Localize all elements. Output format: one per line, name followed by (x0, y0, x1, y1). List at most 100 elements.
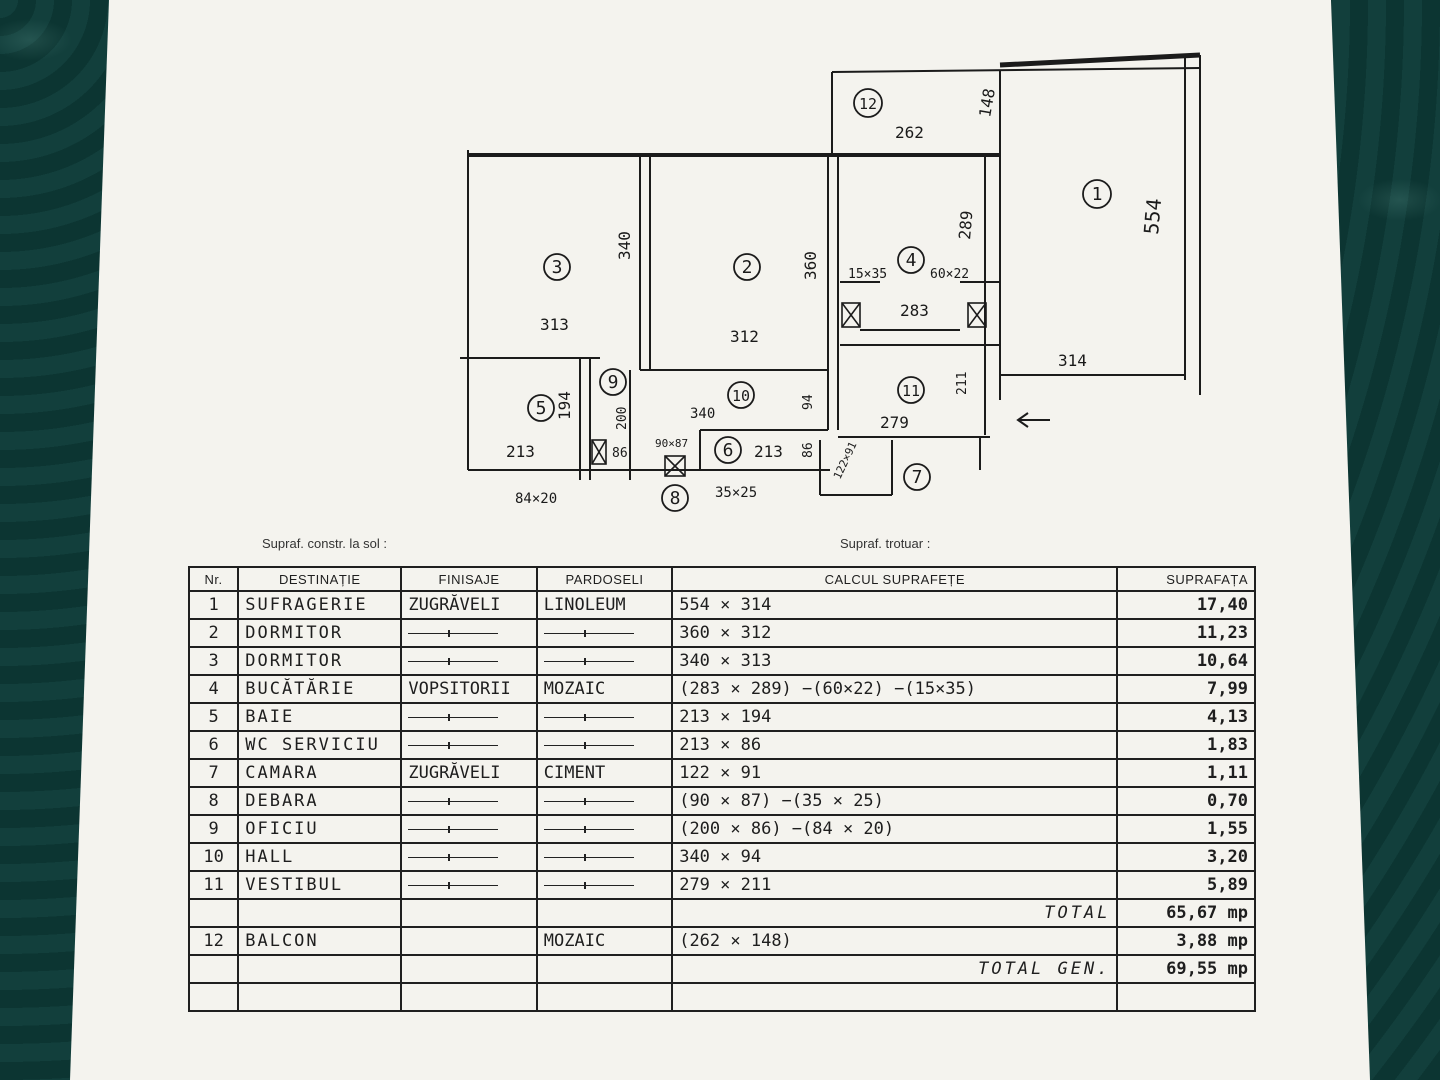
room-label-7: 7 (912, 467, 923, 488)
row-nr: 9 (187, 814, 240, 844)
row-flooring (535, 730, 674, 760)
row-nr: 4 (187, 674, 240, 704)
room-label-3: 3 (552, 257, 563, 278)
dim-554: 554 (1139, 197, 1166, 235)
total-value: 65,67 mp (1116, 898, 1256, 928)
col-header-finishes: FINISAJE (400, 566, 538, 592)
row-nr: 7 (187, 758, 240, 788)
row-calculation: 554 × 314 (671, 590, 1119, 620)
row-calculation: 340 × 94 (671, 842, 1119, 872)
dim-35x25: 35×25 (715, 485, 757, 501)
rooms-table: Nr. DESTINAȚIE FINISAJE PARDOSELI CALCUL… (187, 566, 1256, 1012)
total-gen-empty-pard (535, 954, 674, 984)
dim-279: 279 (880, 413, 909, 432)
row-finishes (400, 786, 538, 816)
room-label-4: 4 (906, 250, 917, 271)
dim-314: 314 (1058, 351, 1087, 370)
dim-86-left: 86 (612, 446, 628, 461)
dim-340-hall: 340 (690, 406, 715, 422)
dim-211: 211 (955, 372, 970, 395)
balcony-flooring: MOZAIC (535, 926, 674, 956)
total-label: TOTAL (671, 898, 1119, 928)
dim-94: 94 (801, 394, 816, 410)
row-area: 5,89 (1116, 870, 1256, 900)
empty-cell (535, 982, 674, 1012)
room-label-5: 5 (536, 398, 547, 419)
total-gen-label: TOTAL GEN. (671, 954, 1119, 984)
dim-340: 340 (615, 231, 634, 260)
ground-area-label: Supraf. constr. la sol : (262, 536, 388, 551)
ditto-mark (408, 713, 499, 721)
row-area: 0,70 (1116, 786, 1256, 816)
row-nr: 6 (187, 730, 240, 760)
row-area: 1,55 (1116, 814, 1256, 844)
row-flooring (535, 646, 674, 676)
row-destination: OFICIU (237, 814, 403, 844)
row-nr: 5 (187, 702, 240, 732)
room-label-10: 10 (732, 387, 750, 405)
row-area: 4,13 (1116, 702, 1256, 732)
dim-213-right: 213 (754, 442, 783, 461)
row-destination: BUCĂTĂRIE (237, 674, 403, 704)
row-finishes (400, 870, 538, 900)
total-empty-pard (535, 898, 674, 928)
row-area: 10,64 (1116, 646, 1256, 676)
dim-283: 283 (900, 301, 929, 320)
balcony-calculation: (262 × 148) (671, 926, 1119, 956)
floor-plan-drawing: 1 2 3 4 5 6 7 8 9 10 11 12 262 148 554 2… (460, 52, 1201, 512)
row-flooring (535, 786, 674, 816)
ditto-mark (543, 853, 634, 861)
entry-arrow (1016, 412, 1050, 428)
row-destination: DORMITOR (237, 618, 403, 648)
dim-200: 200 (615, 407, 630, 430)
room-label-8: 8 (670, 488, 681, 509)
row-calculation: (283 × 289) −(60×22) −(15×35) (671, 674, 1119, 704)
col-header-area: SUPRAFAȚA (1116, 566, 1256, 592)
row-area: 7,99 (1116, 674, 1256, 704)
balcony-area: 3,88 mp (1116, 926, 1256, 956)
row-finishes (400, 702, 538, 732)
row-area: 1,11 (1116, 758, 1256, 788)
ditto-mark (408, 629, 499, 637)
total-empty-nr (187, 898, 240, 928)
dim-213-left: 213 (506, 442, 535, 461)
ditto-mark (543, 713, 634, 721)
dim-360: 360 (801, 251, 820, 280)
row-destination: CAMARA (237, 758, 403, 788)
dim-312: 312 (730, 327, 759, 346)
dim-262: 262 (895, 123, 924, 142)
row-flooring (535, 842, 674, 872)
row-calculation: 340 × 313 (671, 646, 1119, 676)
row-finishes: ZUGRĂVELI (400, 590, 538, 620)
row-nr: 1 (187, 590, 240, 620)
total-gen-value: 69,55 mp (1116, 954, 1256, 984)
col-header-flooring: PARDOSELI (535, 566, 674, 592)
row-flooring: CIMENT (535, 758, 674, 788)
row-calculation: 213 × 194 (671, 702, 1119, 732)
ditto-mark (543, 825, 634, 833)
row-flooring (535, 618, 674, 648)
total-gen-empty-fin (400, 954, 538, 984)
row-finishes (400, 730, 538, 760)
row-destination: BAIE (237, 702, 403, 732)
row-flooring (535, 702, 674, 732)
floor-plan: 1 2 3 4 5 6 7 8 9 10 11 12 262 148 554 2… (460, 52, 1201, 512)
dim-148: 148 (975, 87, 999, 119)
room-label-9: 9 (608, 372, 619, 393)
dim-313: 313 (540, 315, 569, 334)
ditto-mark (408, 881, 499, 889)
ditto-mark (543, 741, 634, 749)
row-calculation: (90 × 87) −(35 × 25) (671, 786, 1119, 816)
ditto-mark (543, 881, 634, 889)
row-destination: DEBARA (237, 786, 403, 816)
room-label-1: 1 (1092, 184, 1103, 205)
ditto-mark (543, 657, 634, 665)
col-header-nr: Nr. (187, 566, 240, 592)
room-markers (527, 88, 1112, 512)
row-nr: 3 (187, 646, 240, 676)
empty-cell (1116, 982, 1256, 1012)
